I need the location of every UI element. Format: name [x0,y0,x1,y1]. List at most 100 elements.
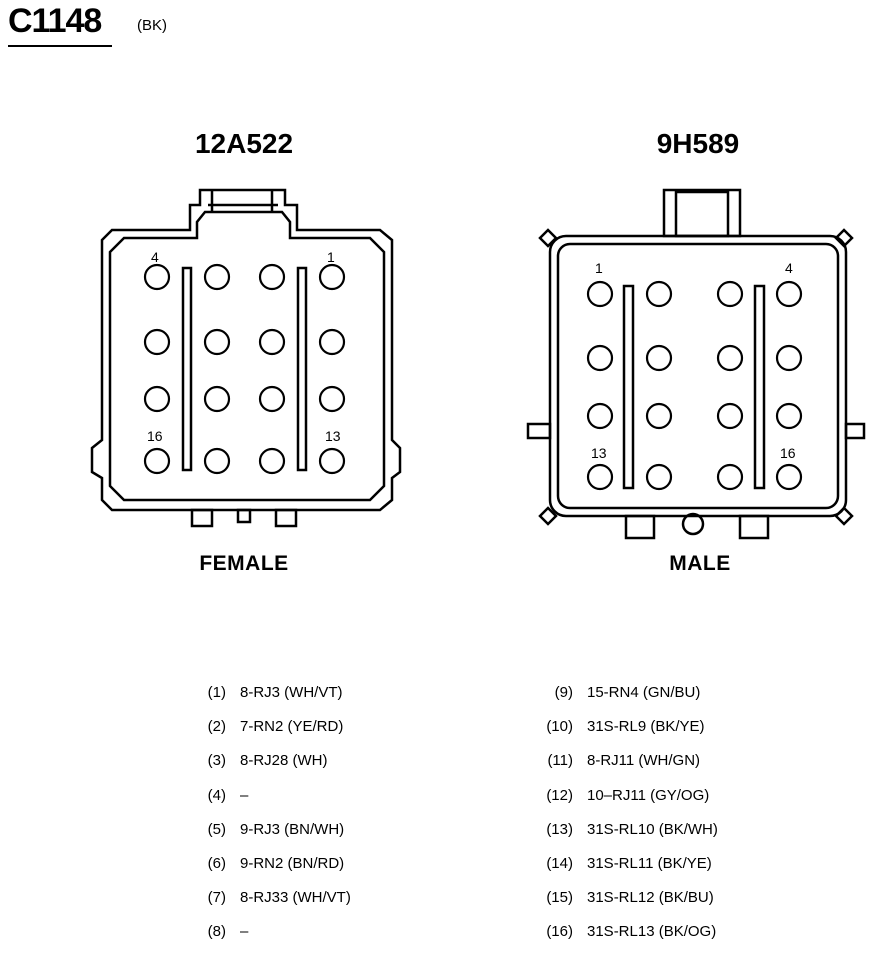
pin-cavity [645,463,673,491]
male-latch-inner [674,190,730,238]
pin-circuit: 31S-RL12 (BK/BU) [587,889,714,907]
female-housing-outer [90,188,402,512]
pin-assignment-row: (12) 10–RJ11 (GY/OG) [536,787,875,821]
female-terminal-mid [236,508,252,524]
male-side-tab-left [526,422,552,440]
female-pin-label-bottom-right: 13 [325,428,341,444]
pin-index: (2) [207,718,226,736]
pin-cavity [586,344,614,372]
pin-assignment-row: (1) 8-RJ3 (WH/VT) [186,684,526,718]
male-pin-label-top-right: 4 [785,260,793,276]
female-pin-label-top-right: 1 [327,249,335,265]
pin-cavity [318,328,346,356]
male-corner-tab-top-right [834,228,854,248]
pin-index: (14) [546,854,573,872]
pin-assignment-row: (10) 31S-RL9 (BK/YE) [536,718,875,752]
male-corner-tab-bottom-right [834,506,854,526]
pin-index: (9) [554,684,573,701]
male-corner-tab-top-left [538,228,558,248]
male-divider-right [753,284,766,490]
pin-cavity [716,402,744,430]
pin-assignment-row: (8)– [186,923,526,957]
pin-cavity [716,280,744,308]
female-pin-label-top-left: 4 [151,249,159,265]
pin-assignment-row: (6)9-RN2 (BN/RD) [186,855,526,889]
pin-list-right: (9) 15-RN4 (GN/BU) (10) 31S-RL9 (BK/YE) (11)… [536,684,875,958]
pin-circuit: 31S-RL9 (BK/YE) [587,718,705,736]
pin-assignment-row: (13) 31S-RL10 (BK/WH) [536,821,875,855]
pin-cavity [318,385,346,413]
female-divider-left [181,266,193,472]
pin-circuit: 15-RN4 (GN/BU) [587,684,701,701]
male-pin-label-bottom-right: 16 [780,445,796,461]
pin-cavity [318,447,346,475]
pin-assignment-row: (16)31S-RL13 (BK/OG) [536,923,875,957]
pin-circuit: – [240,786,249,804]
female-pin-label-bottom-left: 16 [147,428,163,444]
pin-list-left: (1) 8-RJ3 (WH/VT) (2) 7-RN2 (YE/RD) (3) 8-RJ2… [186,684,526,958]
pin-index: (1) [207,684,226,701]
pin-circuit: 8-RJ28 (WH) [240,752,328,770]
pin-circuit: 8-RJ3 (WH/VT) [240,684,343,701]
male-corner-tab-bottom-left [538,506,558,526]
female-terminal-right [274,508,298,528]
female-part-number: 12A522 [194,128,294,159]
pin-circuit: 7-RN2 (YE/RD) [240,718,344,736]
female-latch [208,190,278,212]
pin-cavity [258,263,286,291]
pin-cavity [775,344,803,372]
pin-circuit: 10–RJ11 (GY/OG) [587,786,710,804]
female-connector [90,188,402,528]
female-label: FEMALE [199,552,289,575]
pin-assignment-row: (11) 8-RJ11 (WH/GN) [536,752,875,786]
pin-index: (10) [546,718,573,736]
female-divider-right [296,266,308,472]
pin-cavity [143,385,171,413]
male-pin-label-top-left: 1 [595,260,603,276]
pin-cavity [716,344,744,372]
pin-index: (15) [546,889,573,907]
pin-cavity [143,263,171,291]
pin-cavity [143,447,171,475]
connector-color: (BK) [137,17,167,34]
pin-index: (4) [207,786,226,804]
female-pin-grid [143,263,346,475]
male-housing-inner [556,242,840,510]
pin-assignment-row: (14) 31S-RL11 (BK/YE) [536,855,875,889]
pin-assignment-row: (5)9-RJ3 (BN/WH) [186,821,526,855]
male-divider-left [622,284,635,490]
pin-cavity [716,463,744,491]
pin-index: (12) [546,786,573,804]
pin-cavity [143,328,171,356]
female-housing-inner [108,210,386,502]
pin-index: (11) [547,752,573,770]
pin-index: (7) [207,889,226,907]
pin-circuit: 31S-RL10 (BK/WH) [587,820,718,838]
male-part-number: 9H589 [656,128,740,159]
pin-index: (3) [207,752,226,770]
pin-circuit: 8-RJ33 (WH/VT) [240,889,351,907]
pin-index: (13) [546,820,573,838]
pin-index: (16) [546,923,573,941]
pin-assignment-row: (4)– [186,787,526,821]
connector-id: C1148 [8,2,112,47]
pin-cavity [203,447,231,475]
male-pin-label-bottom-left: 13 [591,445,607,461]
male-terminal-right [738,514,770,540]
male-label: MALE [669,552,731,575]
pin-assignment-row: (3) 8-RJ28 (WH) [186,752,526,786]
pin-index: (6) [207,854,226,872]
pin-cavity [258,385,286,413]
female-terminal-left [190,508,214,528]
pin-cavity [203,328,231,356]
pin-cavity [258,447,286,475]
male-terminal-left [624,514,656,540]
male-terminal-round [681,512,705,536]
pin-circuit: 9-RJ3 (BN/WH) [240,820,345,838]
male-connector [526,188,866,540]
male-side-tab-right [844,422,866,440]
pin-circuit: 31S-RL11 (BK/YE) [587,854,712,872]
pin-cavity [586,463,614,491]
pin-circuit: 8-RJ11 (WH/GN) [587,752,701,770]
pin-cavity [258,328,286,356]
